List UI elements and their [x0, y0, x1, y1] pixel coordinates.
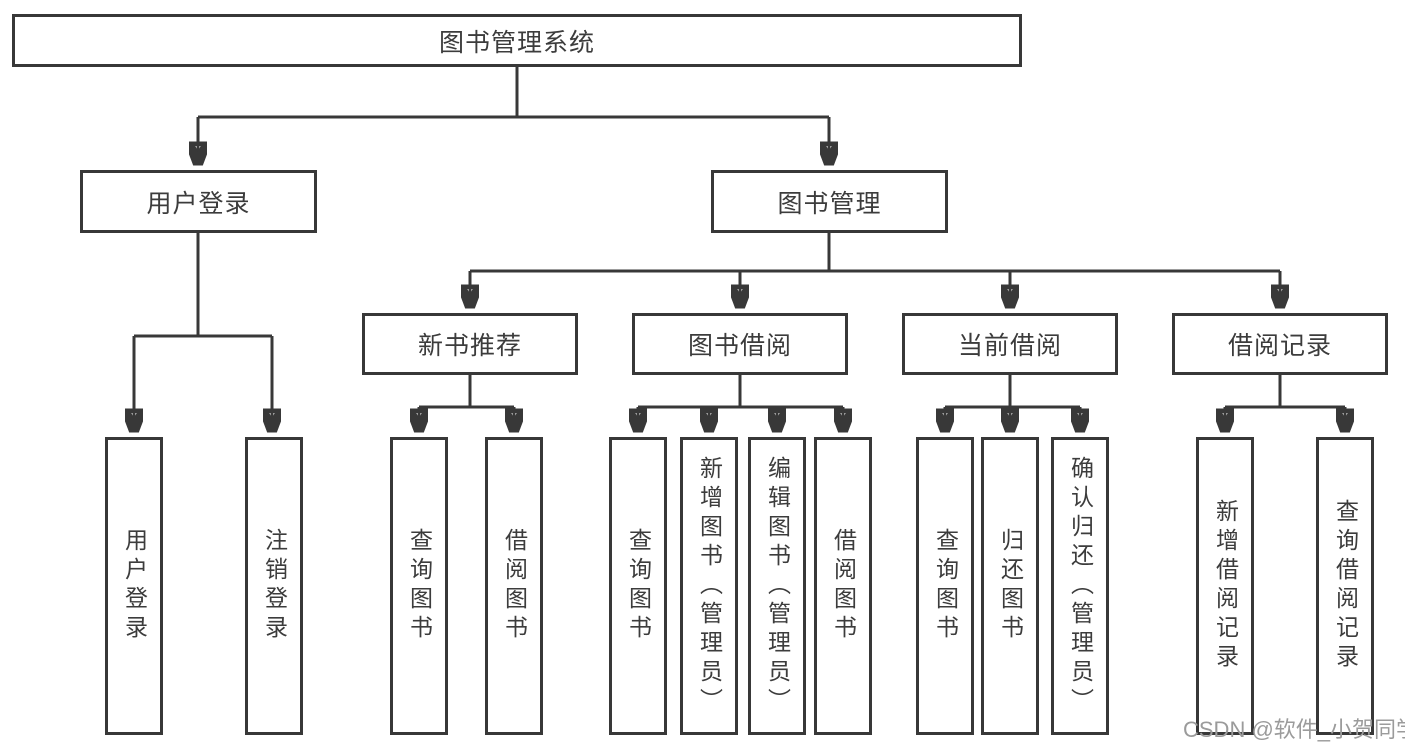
leaf-label: 借阅图书	[830, 528, 857, 644]
leaf-label: 注销登录	[261, 528, 288, 644]
leaf-label: 查询图书	[932, 528, 959, 644]
leaf-logout: 注销登录	[245, 437, 303, 735]
leaf-label: 确认归还（管理员）	[1067, 455, 1094, 717]
node-user-login: 用户登录	[80, 170, 317, 233]
leaf-label: 查询图书	[406, 528, 433, 644]
leaf-label: 新增借阅记录	[1212, 499, 1239, 673]
leaf-return-book: 归还图书	[981, 437, 1039, 735]
node-new-book-recommend: 新书推荐	[362, 313, 578, 375]
leaf-add-book-admin: 新增图书（管理员）	[680, 437, 738, 735]
leaf-user-login: 用户登录	[105, 437, 163, 735]
leaf-query-books-borrowing: 查询图书	[609, 437, 667, 735]
node-book-borrowing: 图书借阅	[632, 313, 848, 375]
node-library-system-root: 图书管理系统	[12, 14, 1022, 67]
node-current-borrowing: 当前借阅	[902, 313, 1118, 375]
leaf-label: 借阅图书	[501, 528, 528, 644]
leaf-edit-book-admin: 编辑图书（管理员）	[748, 437, 806, 735]
leaf-label: 归还图书	[997, 528, 1024, 644]
leaf-label: 编辑图书（管理员）	[764, 455, 791, 717]
leaf-query-books-recommend: 查询图书	[390, 437, 448, 735]
leaf-label: 新增图书（管理员）	[696, 455, 723, 717]
leaf-label: 查询图书	[625, 528, 652, 644]
leaf-confirm-return-admin: 确认归还（管理员）	[1051, 437, 1109, 735]
leaf-add-borrow-record: 新增借阅记录	[1196, 437, 1254, 735]
leaf-query-borrow-record: 查询借阅记录	[1316, 437, 1374, 735]
leaf-borrow-books: 借阅图书	[814, 437, 872, 735]
csdn-watermark: CSDN @软件_小贺同学	[1183, 717, 1405, 742]
node-book-management: 图书管理	[711, 170, 948, 233]
leaf-label: 用户登录	[121, 528, 148, 644]
node-borrow-records: 借阅记录	[1172, 313, 1388, 375]
leaf-label: 查询借阅记录	[1332, 499, 1359, 673]
leaf-query-books-current: 查询图书	[916, 437, 974, 735]
leaf-borrow-books-recommend: 借阅图书	[485, 437, 543, 735]
